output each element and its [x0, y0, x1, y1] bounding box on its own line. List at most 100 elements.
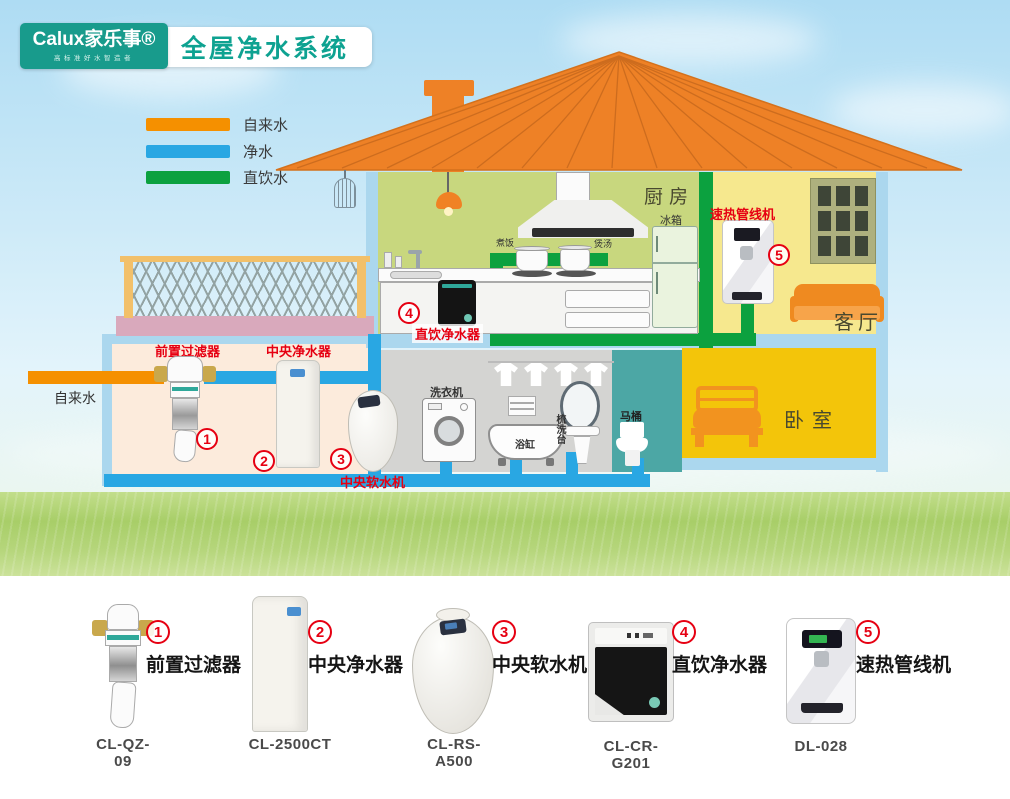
- product-3-name: 中央软水机: [492, 655, 588, 676]
- window-shelf-icon: [810, 178, 876, 264]
- soup-pot-lid: [558, 245, 592, 250]
- sofa-back: [794, 284, 880, 308]
- page-title: 全屋净水系统: [180, 35, 349, 63]
- badge-4: 4: [398, 302, 420, 324]
- drinking-water-wall-riser: [699, 172, 713, 348]
- product-3-image: [412, 606, 494, 736]
- legend-label-tap-water: 自来水: [243, 117, 289, 134]
- cooking-rice-label: 煮饭: [496, 238, 515, 248]
- faucet-icon: [416, 250, 420, 268]
- utility-left-wall: [102, 334, 112, 486]
- bottle-icon: [384, 252, 392, 268]
- product-1-chamber: [109, 646, 137, 682]
- legend-swatch-drinking-water: [146, 171, 230, 184]
- product-1-head: [107, 604, 139, 630]
- product-5-tray: [801, 703, 843, 713]
- bathtub-label: 浴缸: [515, 440, 535, 451]
- brand-logo: Calux家乐事® 高标准好水智造者: [20, 23, 168, 69]
- oven-drawer: [565, 290, 650, 308]
- washing-machine-dial: [460, 403, 468, 411]
- product-2-name: 中央净水器: [308, 655, 404, 676]
- birdcage-icon: [334, 178, 356, 208]
- bedroom-room: [682, 348, 876, 460]
- sofa-seat: [794, 306, 880, 320]
- pendant-lamp-icon: [436, 192, 462, 209]
- product-3-badge: 3: [492, 620, 516, 644]
- fridge-icon: [652, 226, 698, 328]
- soup-pot-icon: [560, 249, 590, 271]
- central-softener-label: 中央软水机: [340, 475, 406, 490]
- grass-texture: [0, 492, 1010, 576]
- product-3-number: 3: [499, 623, 509, 641]
- pipeline-heater-screen: [734, 228, 760, 241]
- pipeline-heater-label: 速热管线机: [710, 207, 776, 222]
- faucet-spout: [408, 250, 422, 254]
- fridge-divider: [652, 262, 698, 264]
- product-5-model: DL-028: [794, 738, 848, 755]
- product-4-model: CL-CR-G201: [603, 738, 659, 772]
- prefilter-tail: [172, 429, 198, 463]
- toilet-bowl: [616, 438, 648, 452]
- drinking-water-pipe-bottom: [490, 333, 756, 346]
- washing-machine-label: 洗衣机: [430, 387, 463, 399]
- stove-burner: [556, 270, 596, 277]
- kitchen-label: 厨房: [644, 187, 695, 208]
- living-room-label: 客厅: [834, 312, 882, 334]
- legend-label-clean-water: 净水: [243, 144, 274, 161]
- product-2-number: 2: [315, 623, 325, 641]
- badge-2: 2: [253, 450, 275, 472]
- toilet-tank: [620, 422, 644, 438]
- legend-swatch-clean-water: [146, 145, 230, 158]
- product-3-model: CL-RS-A500: [427, 736, 481, 770]
- product-4-badge: 4: [672, 620, 696, 644]
- product-4-image: [588, 622, 674, 722]
- brand-tagline: 高标准好水智造者: [54, 55, 134, 62]
- towel-icon: [508, 396, 536, 416]
- product-3-body: [412, 616, 494, 734]
- fence-base: [116, 316, 374, 336]
- product-2-image: [252, 596, 308, 732]
- product-5-screen-digits: [809, 635, 827, 643]
- prefilter-head: [167, 356, 203, 382]
- bedroom-floor-slab: [682, 458, 888, 470]
- product-1-model: CL-QZ-09: [96, 736, 150, 770]
- pendant-cord: [447, 172, 449, 194]
- legend-swatch-tap-water: [146, 118, 230, 131]
- tap-water-inlet-label: 自来水: [54, 390, 96, 406]
- central-purifier-label: 中央净水器: [266, 344, 332, 359]
- product-4-name: 直饮净水器: [672, 655, 768, 676]
- chimney-cap: [424, 80, 474, 96]
- towel-stripe: [510, 402, 534, 404]
- vanity-label: 梳洗台: [554, 414, 565, 444]
- bed-mattress: [693, 408, 761, 428]
- pipeline-heater-spout: [740, 246, 753, 260]
- bed-leg: [749, 435, 758, 447]
- product-5-image: [786, 618, 856, 724]
- birdcage-hook: [344, 170, 346, 178]
- legend-label-drinking-water: 直饮水: [243, 170, 289, 187]
- badge-1: 1: [196, 428, 218, 450]
- badge-3: 3: [330, 448, 352, 470]
- washing-machine-door: [434, 416, 464, 446]
- badge-2-number: 2: [260, 453, 268, 469]
- prefilter-clear-chamber: [172, 398, 198, 430]
- bed-base: [691, 428, 763, 435]
- product-2-badge: 2: [308, 620, 332, 644]
- cloud: [830, 84, 1010, 136]
- toilet-base: [625, 450, 640, 466]
- product-1-fitting: [92, 620, 108, 636]
- tap-water-pipe: [28, 371, 164, 384]
- product-5-spout: [814, 651, 829, 667]
- fence-lattice: [133, 262, 357, 316]
- clean-water-pipe-bottom: [104, 474, 650, 487]
- rice-pot-icon: [516, 250, 548, 271]
- hood-duct: [556, 172, 590, 202]
- prefilter-fitting: [154, 366, 168, 382]
- pipeline-heater-tray: [732, 292, 762, 300]
- prefilter-brand-strip: [172, 387, 198, 391]
- badge-3-number: 3: [337, 451, 345, 467]
- utility-top-wall: [102, 334, 378, 344]
- fence-post: [124, 256, 133, 318]
- oven-drawer: [565, 312, 650, 328]
